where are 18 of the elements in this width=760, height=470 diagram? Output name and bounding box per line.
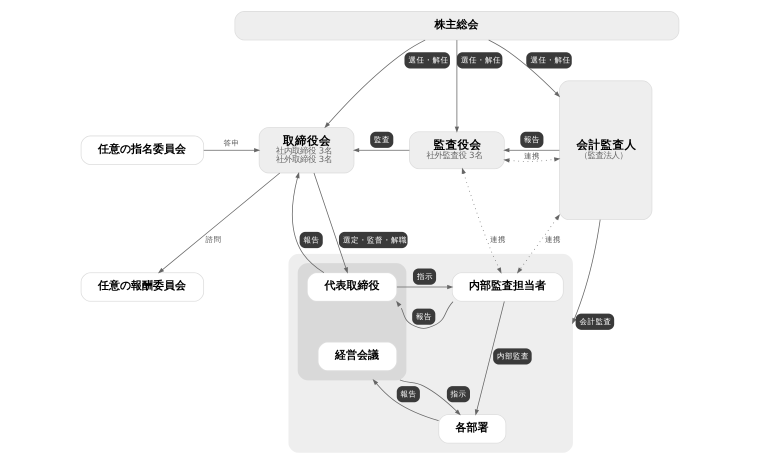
edge-label: 選定・監督・解職	[343, 235, 408, 244]
edge-label: 選任・解任	[530, 56, 571, 65]
edge-label: 連携	[544, 234, 561, 244]
edge-label: 連携	[524, 152, 540, 161]
edge-label: 答申	[224, 138, 240, 148]
edge-label: 報告	[400, 390, 417, 399]
edge-label: 報告	[416, 312, 432, 322]
edge-label: 指示	[450, 390, 467, 399]
edge-label: 報告	[524, 135, 540, 144]
edge-label: 報告	[303, 235, 320, 244]
edge-label: 選任・解任	[461, 56, 502, 65]
edge-label: 監査	[374, 135, 390, 144]
edge-label: 連携	[490, 234, 506, 244]
edge-label: 選任・解任	[408, 56, 449, 65]
edge-label: 内部監査	[496, 352, 529, 361]
edge-label: 指示	[416, 272, 433, 281]
edge-label: 会計監査	[579, 317, 612, 326]
edge-label: 諮問	[206, 234, 222, 244]
